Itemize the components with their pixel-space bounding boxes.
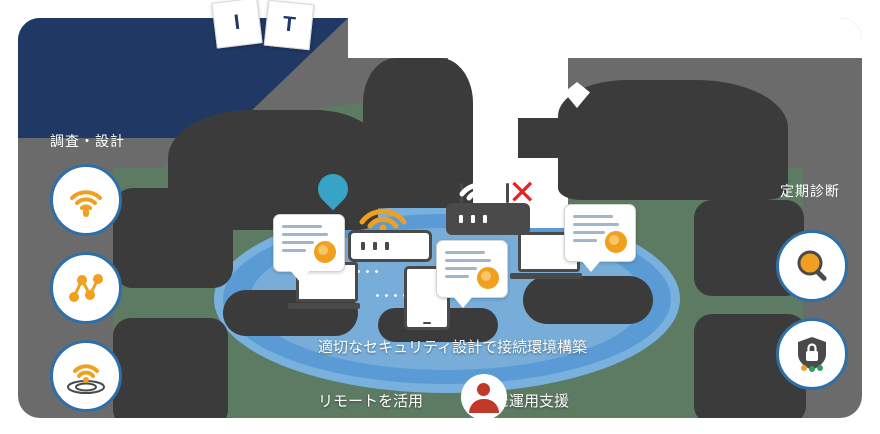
caption-main: 適切なセキュリティ設計で接続環境構築 xyxy=(318,339,588,356)
wifi-survey-icon xyxy=(50,164,122,236)
link-dots-3 xyxy=(373,294,425,297)
card-t: T xyxy=(263,0,315,51)
it-title-cards: I T xyxy=(210,0,340,51)
side-label-left: 調査・設計 xyxy=(50,133,125,149)
top-white-band xyxy=(348,18,862,58)
caption-remote-prefix: リモートを活用 xyxy=(318,393,424,410)
remote-operator-icon xyxy=(461,374,507,418)
wifi-signal-icon xyxy=(358,196,408,235)
silhouette-center-top xyxy=(363,58,473,208)
certificate-seal-icon xyxy=(475,265,501,291)
wifi-signal-blocked-icon xyxy=(458,170,504,207)
silhouette-right-panel xyxy=(518,118,608,158)
blocked-router-icon xyxy=(446,183,530,235)
wifi-coverage-icon xyxy=(50,340,122,412)
certificate-seal-icon xyxy=(312,239,338,265)
caption-remote: リモートを活用した運用支援 xyxy=(318,390,569,411)
certificate-bubble xyxy=(564,204,636,272)
router-icon xyxy=(348,230,432,262)
diagram-panel: ✕ xyxy=(18,18,862,418)
silhouette-left-mid xyxy=(113,188,233,288)
side-label-right: 定期診断 xyxy=(780,183,840,199)
error-cross-icon: ✕ xyxy=(508,174,537,212)
network-topology-icon xyxy=(50,252,122,324)
certificate-seal-icon xyxy=(603,229,629,255)
certificate-bubble xyxy=(273,214,345,282)
silhouette-bottom-right xyxy=(523,276,653,324)
certificate-bubble xyxy=(436,240,508,308)
magnifier-diagnostic-icon xyxy=(776,230,848,302)
security-shield-icon xyxy=(776,318,848,390)
card-i: I xyxy=(211,0,263,49)
silhouette-left-lower xyxy=(113,318,228,418)
